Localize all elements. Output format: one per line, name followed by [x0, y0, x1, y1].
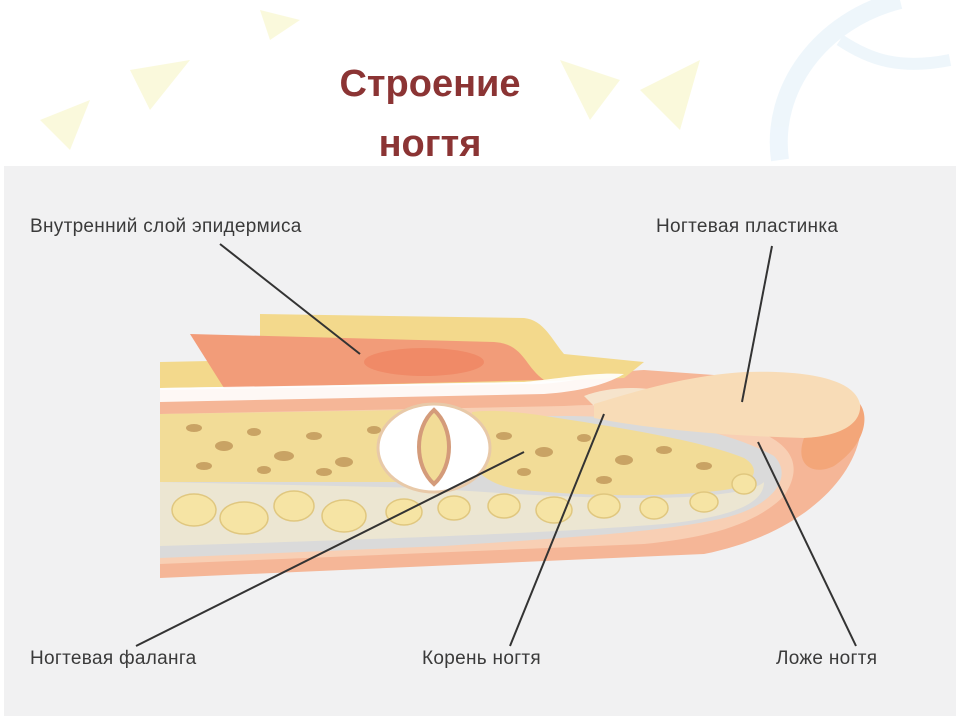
fat-lobule: [171, 493, 217, 527]
bone-spot: [215, 441, 233, 451]
bone-spot: [367, 426, 381, 434]
bone-spot: [316, 468, 332, 476]
fat-lobule: [535, 496, 573, 524]
title-line-1: Строение: [339, 63, 521, 105]
nail-structure-diagram: [135, 243, 865, 647]
bone-spot: [696, 462, 712, 470]
fat-lobule: [219, 501, 269, 535]
fat-lobule: [587, 493, 621, 519]
bone-spot: [535, 447, 553, 457]
fat-lobule: [273, 490, 315, 522]
nail-phalanx-bone: [469, 410, 754, 496]
fat-lobules: [171, 473, 757, 535]
label-nail-root: Корень ногтя: [422, 648, 542, 669]
bone-spot: [577, 434, 591, 442]
page-title: Строение ногтя: [280, 54, 580, 174]
decor-leaf: [40, 100, 90, 150]
fat-lobule: [321, 499, 367, 533]
decor-leaf: [130, 60, 190, 110]
fat-lobule: [437, 495, 471, 521]
decor-arc: [836, 34, 952, 70]
decor-leaf: [260, 10, 300, 40]
bone-spot: [247, 428, 261, 436]
bone-spot: [186, 424, 202, 432]
bone-spot: [496, 432, 512, 440]
diagram-panel: Внутренний слой эпидермиса Ногтевая плас…: [4, 166, 956, 716]
nail-tip-edge: [801, 404, 865, 470]
decor-leaf: [640, 60, 700, 130]
nail-plate-shape: [594, 371, 861, 438]
bone-spot: [615, 455, 633, 465]
bone-spot: [517, 468, 531, 476]
label-inner-epidermis: Внутренний слой эпидермиса: [30, 216, 302, 237]
leader-line-nail-root: [509, 413, 605, 647]
fat-lobule: [487, 493, 521, 519]
bone-spot: [196, 462, 212, 470]
fat-lobule: [731, 473, 757, 495]
epidermis-highlight: [364, 348, 484, 376]
bone-spots: [186, 424, 712, 484]
bone-spot: [257, 466, 271, 474]
bone-spot: [306, 432, 322, 440]
leader-line-nail-bed: [757, 441, 857, 647]
fat-lobule: [639, 496, 669, 520]
decor-leaves: [40, 0, 952, 162]
proximal-nail-fold: [160, 373, 624, 402]
label-nail-bed: Ложе ногтя: [776, 648, 878, 669]
label-nail-phalanx: Ногтевая фаланга: [30, 648, 197, 669]
bone-spot: [656, 446, 672, 454]
bone-spot: [335, 457, 353, 467]
decor-arc: [769, 0, 903, 162]
bone-spot: [596, 476, 612, 484]
title-line-2: ногтя: [378, 123, 482, 165]
leader-lines: [135, 243, 857, 647]
leader-line-nail-phalanx: [135, 451, 525, 647]
joint-cartilage: [417, 407, 451, 487]
leader-line-inner-epidermis: [219, 243, 361, 355]
decor-leaf: [560, 60, 620, 120]
fat-lobule: [689, 491, 719, 513]
leader-line-nail-plate: [741, 245, 773, 403]
bone-spot: [274, 451, 294, 461]
label-nail-plate: Ногтевая пластинка: [656, 216, 839, 237]
